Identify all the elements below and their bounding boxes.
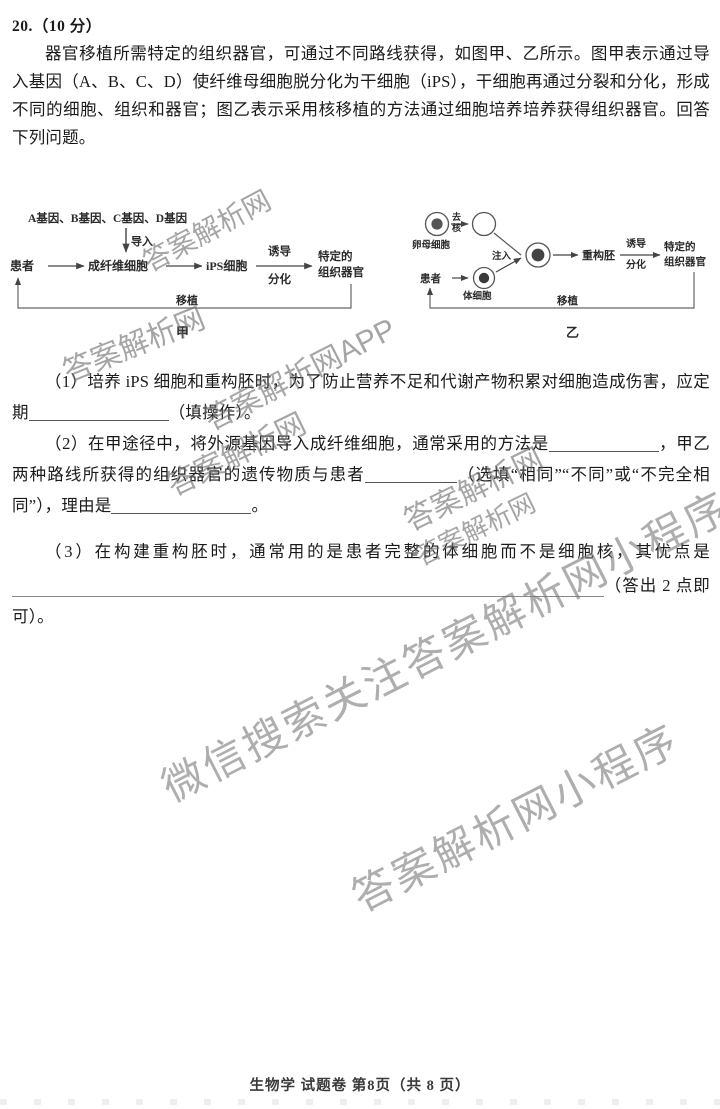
yi-oocyte-label: 卵母细胞 <box>412 239 451 251</box>
jia-induce-label-1: 诱导 <box>268 244 291 258</box>
yi-enucleated-cell <box>471 211 497 237</box>
yi-caption: 乙 <box>566 325 579 340</box>
jia-transplant-path <box>14 277 352 309</box>
yi-transplant-label: 移植 <box>557 294 578 307</box>
jia-caption: 甲 <box>176 325 189 340</box>
diagram-yi: 卵母细胞 去 核 患者 体细胞 注入 <box>412 211 706 340</box>
yi-line-enucleated-to-fused <box>493 232 522 256</box>
yi-inject-label: 注入 <box>492 250 512 262</box>
sub-question-1: （1）培养 iPS 细胞和重构胚时，为了防止营养不足和代谢产物积累对细胞造成伤害… <box>12 366 710 428</box>
diagram-jia: A基因、B基因、C基因、D基因 导入 患者 成纤维细胞 iPS细胞 诱导 分化 … <box>10 211 364 340</box>
jia-genes-label: A基因、B基因、C基因、D基因 <box>28 211 187 225</box>
jia-introduce-label: 导入 <box>131 235 153 248</box>
footer-artifact-rule <box>0 1099 720 1105</box>
process-diagram: A基因、B基因、C基因、D基因 导入 患者 成纤维细胞 iPS细胞 诱导 分化 … <box>10 211 706 340</box>
yi-oocyte-nucleus <box>431 218 443 230</box>
question-stem: 器官移植所需特定的组织器官，可通过不同路线获得，如图甲、乙所示。图甲表示通过导入… <box>12 44 710 147</box>
yi-target-organ-line2: 组织器官 <box>664 255 706 268</box>
yi-somatic-label: 体细胞 <box>463 290 492 302</box>
jia-target-organ-line1: 特定的 <box>318 249 353 263</box>
sub-question-1-suffix: （填操作）。 <box>168 403 261 422</box>
figure-container: A基因、B基因、C基因、D基因 导入 患者 成纤维细胞 iPS细胞 诱导 分化 … <box>0 200 720 360</box>
jia-fibroblast-label: 成纤维细胞 <box>88 258 148 273</box>
page-footer: 生物学 试题卷 第8页（共 8 页） <box>249 1078 471 1094</box>
jia-induce-label-2: 分化 <box>268 272 291 286</box>
yi-induce-label-1: 诱导 <box>626 237 646 250</box>
jia-target-organ-line2: 组织器官 <box>318 265 364 279</box>
yi-somatic-nucleus <box>478 272 490 284</box>
sub-question-3-part-a: （3）在构建重构胚时，通常用的是患者完整的体细胞而不是细胞核，其优点是 <box>45 542 710 561</box>
yi-target-organ-line1: 特定的 <box>664 240 696 253</box>
sub-question-2-part-a: （2）在甲途径中，将外源基因导入成纤维细胞，通常采用的方法是 <box>45 434 549 453</box>
yi-fused-membrane <box>525 242 551 268</box>
answer-blank-2-1[interactable] <box>548 451 659 452</box>
sub-question-2-part-d: 。 <box>251 496 269 515</box>
watermark-text: 微信搜索关注答案解析网小程序 <box>154 482 720 811</box>
yi-somatic-membrane <box>472 266 496 290</box>
watermark-text: 答案解析网小程序 <box>344 715 687 921</box>
jia-transplant-label: 移植 <box>176 293 198 307</box>
sub-question-3: （3）在构建重构胚时，通常用的是患者完整的体细胞而不是细胞核，其优点是 （答出 … <box>12 536 710 632</box>
answer-blank-2-2[interactable] <box>364 482 457 483</box>
yi-transplant-path <box>426 272 695 309</box>
question-number: 20.（10 分） <box>12 18 102 35</box>
yi-inject-arrow <box>495 257 522 273</box>
yi-reconstructed-embryo-label: 重构胚 <box>582 248 615 262</box>
yi-induce-label-2: 分化 <box>626 258 646 271</box>
sub-question-2: （2）在甲途径中，将外源基因导入成纤维细胞，通常采用的方法是，甲乙两种路线所获得… <box>12 428 710 521</box>
jia-patient-label: 患者 <box>10 258 34 273</box>
sub-question-2-part-c: （选填“相同”“不同”或“不完全相同”），理由是 <box>12 465 710 515</box>
yi-oocyte-membrane <box>424 211 450 237</box>
answer-blank-3-1-rule[interactable] <box>12 596 604 597</box>
sub-question-2-part-b: ，甲乙两种路线所获得的组织器官的遗传物质与患者 <box>12 434 711 484</box>
sub-question-3-part-b: （答出 2 点即可）。 <box>12 576 710 626</box>
answer-blank-2-3[interactable] <box>111 513 252 514</box>
yi-enucleate-label-2: 核 <box>452 222 461 233</box>
answer-blank-3-1-spacer[interactable] <box>12 567 604 591</box>
yi-enucleate-label-1: 去 <box>452 211 461 222</box>
yi-patient-label: 患者 <box>420 272 441 285</box>
answer-blank-1-1[interactable] <box>28 420 169 421</box>
yi-fused-nucleus <box>531 248 545 262</box>
sub-question-1-prefix: （1）培养 iPS 细胞和重构胚时，为了防止营养不足和代谢产物积累对细胞造成伤害… <box>12 372 710 422</box>
jia-ips-label: iPS细胞 <box>206 258 247 273</box>
